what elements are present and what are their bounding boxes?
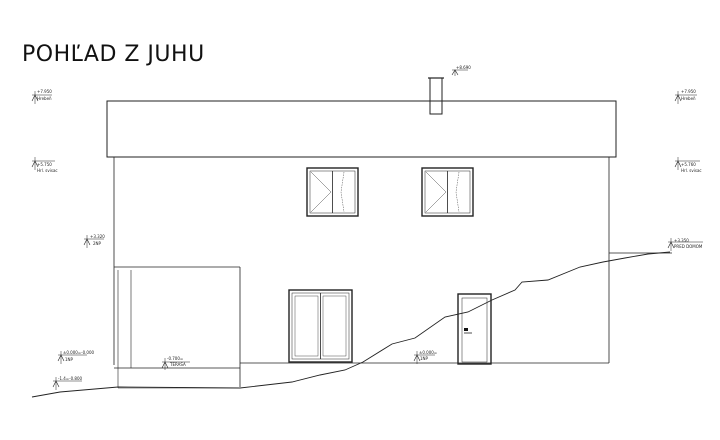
level-floor2-left-name: 2NP xyxy=(93,241,102,246)
drawing-title: POHĽAD Z JUHU xyxy=(22,42,205,67)
level-ridge-right: +7.950 xyxy=(681,89,696,94)
level-marker-floor2-left: +3.320 2NP xyxy=(83,234,105,248)
entrance-door xyxy=(457,293,492,365)
chimney xyxy=(429,77,443,115)
level-marker-ridge-left: +7.950 Hrebeň xyxy=(31,89,52,104)
level-floor1-left-name: 1NP xyxy=(65,357,74,362)
level-floor2-left: +3.320 xyxy=(90,234,105,239)
level-chimney-top: +8.690 xyxy=(456,65,471,70)
level-eave-left: +5.750 xyxy=(37,162,52,167)
level-entrance-right-name: PRED DOMOM xyxy=(674,244,703,249)
upper-window-left xyxy=(306,167,359,217)
level-floor1-left: ±0.000=-0.000 xyxy=(63,350,95,355)
roof xyxy=(106,100,617,158)
terrace-structure xyxy=(114,266,241,389)
ground-floor-window-door xyxy=(288,289,353,363)
level-eave-right: +5.760 xyxy=(681,162,696,167)
level-ridge-right-name: Hrebeň xyxy=(681,96,696,101)
level-eave-left-name: Hrl. svisac xyxy=(37,168,58,173)
level-marker-eave-right: +5.760 Hrl. svisac xyxy=(674,157,702,173)
level-marker-entrance-right: +3.350 PRED DOMOM xyxy=(667,238,703,251)
level-marker-chimney: +8.690 xyxy=(451,65,471,76)
level-terrain-left: -1.4=-0.800 xyxy=(58,376,83,381)
level-marker-floor1-center: ±0.000= 1NP xyxy=(413,350,437,364)
level-marker-terrain-left: -1.4=-0.800 xyxy=(52,376,83,390)
upper-window-right xyxy=(421,167,474,217)
level-ridge-left-name: Hrebeň xyxy=(37,96,52,101)
level-floor1-center-name: 1NP xyxy=(420,356,429,361)
level-terrace-name: TERASA xyxy=(169,362,186,367)
level-ridge-left: +7.950 xyxy=(37,89,52,94)
level-floor1-center: ±0.000= xyxy=(419,350,437,355)
level-entrance-right: +3.350 xyxy=(674,238,689,243)
level-marker-floor1-left: ±0.000=-0.000 1NP xyxy=(57,350,95,364)
level-marker-terrace: -0.700= TERASA xyxy=(161,356,190,370)
level-eave-right-name: Hrl. svisac xyxy=(681,168,702,173)
terrain-line xyxy=(31,251,671,398)
level-terrace: -0.700= xyxy=(167,356,183,361)
level-marker-eave-left: +5.750 Hrl. svisac xyxy=(31,157,58,173)
level-marker-ridge-right: +7.950 Hrebeň xyxy=(674,89,697,104)
